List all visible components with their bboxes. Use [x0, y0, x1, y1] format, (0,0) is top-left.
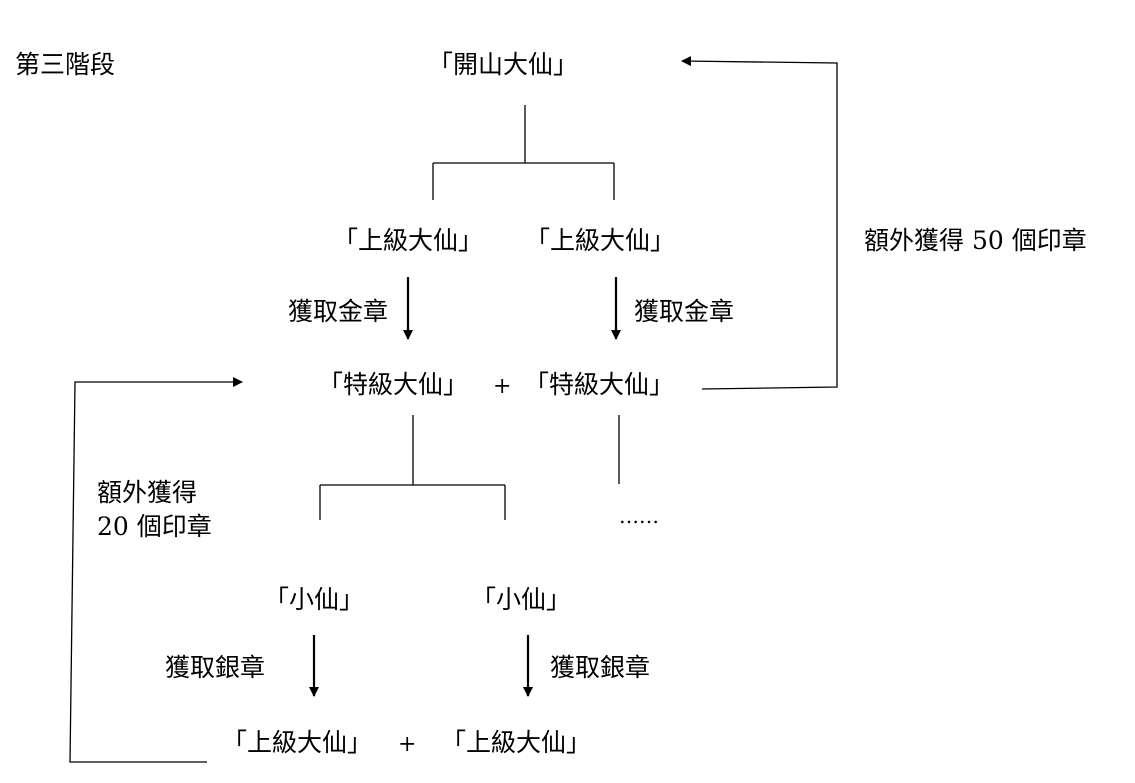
special-plus-sign: + [493, 374, 512, 399]
node-upper-right: 「上級大仙」 [525, 226, 676, 255]
feedback-label-20-line1: 額外獲得 [97, 478, 198, 507]
gold-label-right: 獲取金章 [634, 297, 735, 326]
gold-label-left: 獲取金章 [288, 297, 389, 326]
node-upper-left: 「上級大仙」 [333, 226, 484, 255]
silver-label-left: 獲取銀章 [165, 653, 266, 682]
continuation-ellipsis: …… [619, 504, 659, 528]
feedback-label-20-line2: 20 個印章 [97, 512, 212, 541]
node-top-founder: 「開山大仙」 [428, 50, 579, 79]
node-special-right: 「特級大仙」 [524, 370, 675, 399]
silver-label-right: 獲取銀章 [550, 653, 651, 682]
feedback-label-50: 額外獲得 50 個印章 [864, 226, 1087, 255]
feedback-loop-right [681, 56, 838, 390]
node-bottom-left: 「上級大仙」 [222, 728, 373, 757]
node-small-left: 「小仙」 [264, 585, 365, 614]
feedback-loop-left [69, 377, 243, 763]
node-bottom-right: 「上級大仙」 [441, 728, 592, 757]
stage-label: 第三階段 [15, 50, 116, 79]
bottom-plus-sign: + [398, 732, 417, 757]
node-small-right: 「小仙」 [471, 585, 572, 614]
node-special-left: 「特級大仙」 [318, 370, 469, 399]
